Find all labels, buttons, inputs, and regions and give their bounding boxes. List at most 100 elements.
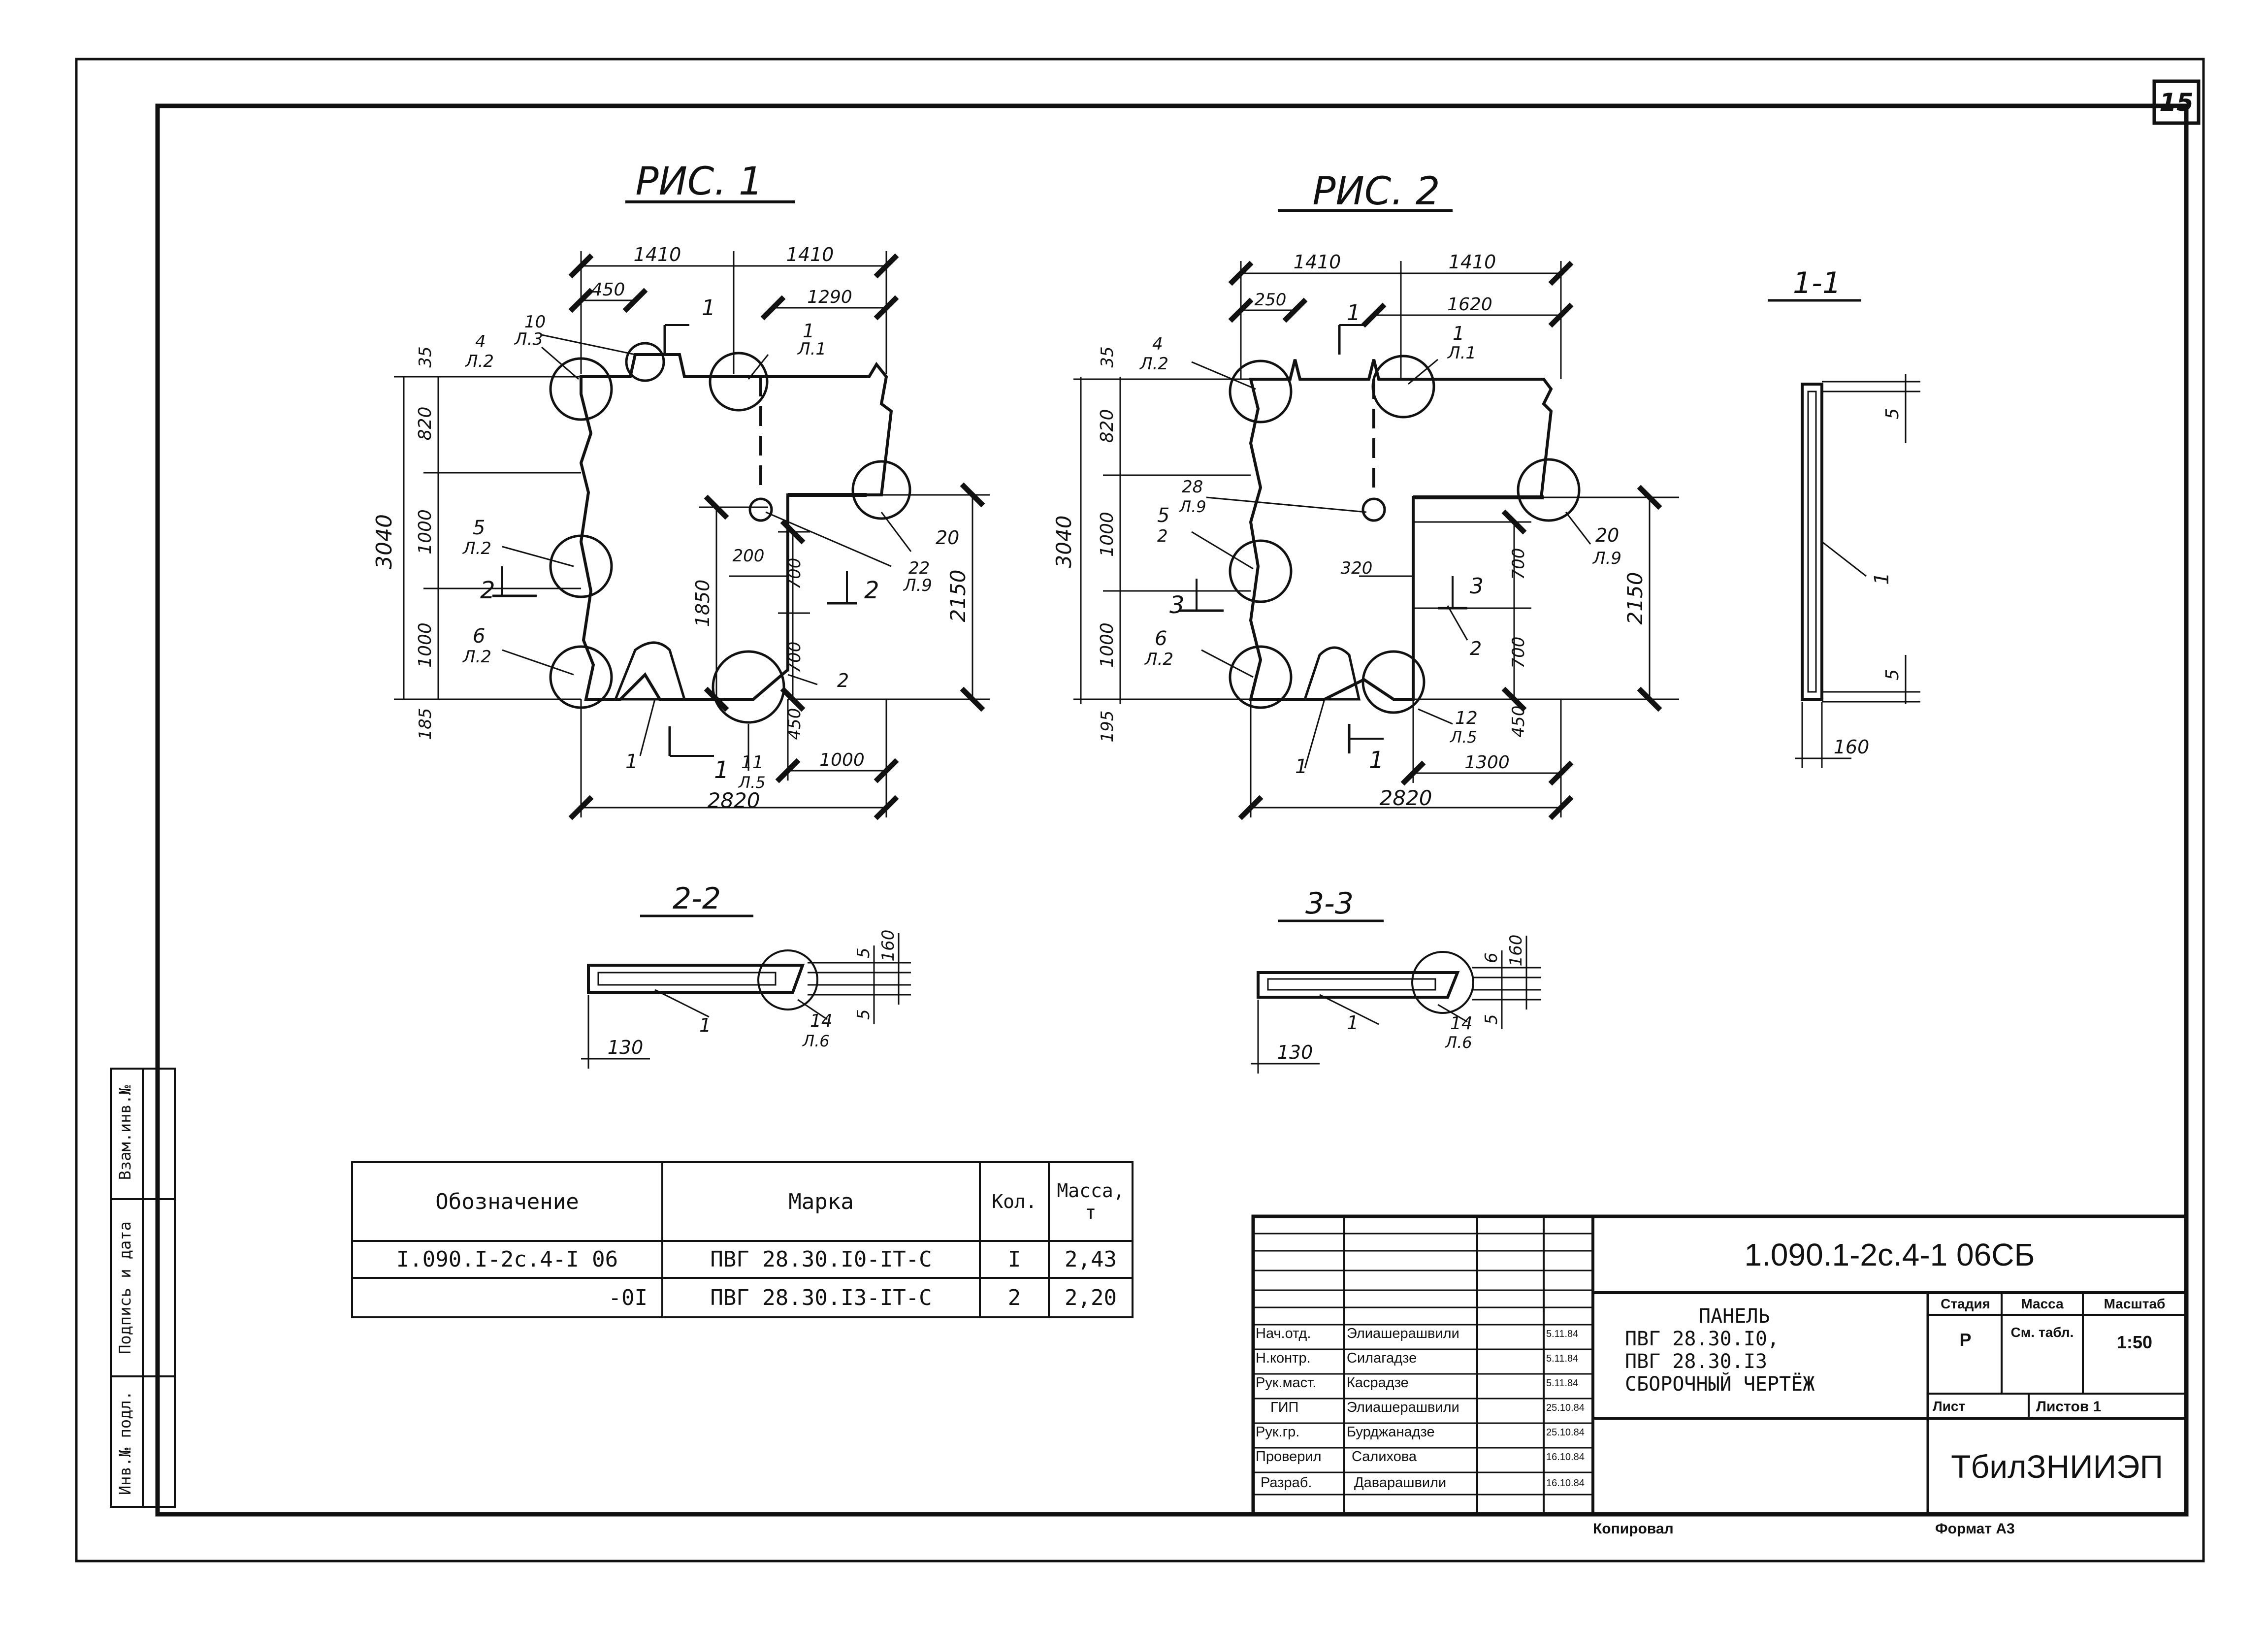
svg-text:1000: 1000 [415, 622, 435, 668]
svg-text:35: 35 [416, 346, 435, 367]
fig1-panel-outline [579, 353, 893, 701]
svg-text:1300: 1300 [1464, 752, 1510, 773]
svg-text:1: 1 [625, 750, 638, 773]
figure-1: РИС. 1 [372, 160, 990, 820]
section-3-3: 3-3 6 160 5 130 1 14 Л.6 [1251, 886, 1541, 1074]
svg-text:2150: 2150 [1623, 572, 1647, 625]
svg-text:820: 820 [1097, 409, 1117, 443]
mass-label: Масса [2021, 1296, 2064, 1311]
scale-label: Масштаб [2104, 1296, 2166, 1311]
svg-text:5: 5 [1882, 408, 1903, 420]
spec-row1-mark: ПВГ 28.30.I0-IТ-С [710, 1247, 932, 1272]
fig2-panel-outline [1249, 359, 1553, 701]
svg-text:3: 3 [1169, 591, 1185, 619]
svg-text:1: 1 [1347, 1012, 1359, 1034]
svg-text:1000: 1000 [1097, 622, 1117, 668]
product-title-line-1: ПАНЕЛЬ [1699, 1305, 1770, 1328]
sig-row-4: ГИП [1270, 1400, 1299, 1415]
svg-text:28: 28 [1182, 477, 1203, 497]
sig-row-4-date: 25.10.84 [1546, 1402, 1585, 1413]
sig-row-1: Нач.отд. [1256, 1326, 1311, 1341]
sig-row-2: Н.контр. [1256, 1350, 1311, 1366]
copied-label: Копировал [1593, 1521, 1674, 1537]
mass-value: См. табл. [2010, 1325, 2074, 1340]
svg-text:1410: 1410 [634, 244, 681, 265]
side-stamp-grid [110, 1068, 176, 1508]
sheet-number: 15 [2159, 88, 2194, 117]
fig1-dim-text: 1410 1410 450 1290 3040 35 820 1000 1000… [372, 244, 970, 813]
svg-text:1: 1 [1369, 747, 1384, 774]
svg-text:4: 4 [1152, 334, 1163, 354]
sheets-label: Листов 1 [2036, 1399, 2102, 1415]
product-title: ПАНЕЛЬ ПВГ 28.30.I0, ПВГ 28.30.I3 СБОРОЧ… [1625, 1305, 1920, 1396]
svg-text:450: 450 [785, 708, 805, 740]
fig2-dim-text: 1410 1410 250 1620 3040 35 820 1000 1000… [1052, 251, 1647, 810]
sig-row-6-date: 16.10.84 [1546, 1452, 1585, 1463]
svg-text:1: 1 [803, 320, 814, 342]
svg-text:200: 200 [733, 546, 765, 566]
fig2-title: РИС. 2 [1312, 169, 1440, 214]
svg-text:1: 1 [1295, 755, 1307, 778]
spec-row1-mass: 2,43 [1065, 1247, 1117, 1272]
svg-text:Л.3: Л.3 [514, 329, 543, 349]
side-stamp-inv: Инв.№ подл. [116, 1391, 134, 1495]
svg-text:1: 1 [1453, 323, 1464, 344]
spec-header-quantity: Кол. [992, 1191, 1037, 1212]
sig-row-2-name: Силагадзе [1347, 1350, 1417, 1366]
svg-text:2150: 2150 [946, 570, 970, 622]
svg-text:Л.1: Л.1 [1447, 343, 1476, 363]
title-block-grid [1251, 1214, 2188, 1516]
svg-text:1290: 1290 [807, 287, 852, 307]
document-code: 1.090.1-2c.4-1 06СБ [1744, 1237, 2035, 1272]
svg-text:Л.9: Л.9 [1179, 497, 1206, 516]
sig-row-7: Разраб. [1261, 1475, 1312, 1491]
svg-text:5: 5 [1482, 1014, 1501, 1025]
sig-row-5-date: 25.10.84 [1546, 1427, 1585, 1438]
svg-text:1: 1 [702, 295, 715, 321]
svg-text:1410: 1410 [1294, 251, 1341, 273]
svg-text:6: 6 [473, 625, 485, 648]
svg-text:160: 160 [1506, 935, 1526, 967]
sig-row-5-name: Бурджанадзе [1347, 1424, 1435, 1440]
svg-text:1: 1 [1347, 300, 1361, 326]
fig1-callouts: 1 10 Л.3 4 Л.2 1 Л.1 5 Л.2 6 Л.2 2 2 20 … [462, 295, 959, 792]
svg-text:Л.5: Л.5 [738, 773, 766, 792]
svg-text:2: 2 [837, 670, 849, 691]
svg-text:1850: 1850 [692, 580, 713, 627]
sig-row-6: Проверил [1256, 1449, 1322, 1465]
fig2-detail-circles [1229, 355, 1581, 714]
svg-text:1000: 1000 [415, 509, 435, 554]
svg-text:Л.2: Л.2 [464, 352, 494, 371]
spec-header-designation: Обозначение [435, 1189, 579, 1214]
figure-2: РИС. 2 [1052, 169, 1679, 820]
svg-text:1620: 1620 [1447, 294, 1492, 315]
svg-text:11: 11 [741, 752, 764, 773]
svg-text:160: 160 [1834, 736, 1870, 758]
svg-text:1: 1 [699, 1014, 711, 1036]
svg-text:700: 700 [1509, 548, 1528, 580]
svg-text:12: 12 [1455, 708, 1478, 728]
svg-text:14: 14 [810, 1011, 833, 1031]
sheet-frames [75, 58, 2205, 1563]
svg-text:320: 320 [1341, 558, 1373, 578]
fig1-title: РИС. 1 [635, 160, 763, 204]
side-stamp-sign: Подпись и дата [116, 1221, 134, 1354]
spec-row2-mass: 2,20 [1065, 1285, 1117, 1310]
svg-text:3-3: 3-3 [1305, 886, 1354, 921]
svg-text:700: 700 [785, 558, 805, 590]
scale-value: 1:50 [2116, 1332, 2153, 1352]
svg-text:3: 3 [1470, 574, 1484, 599]
svg-text:1410: 1410 [786, 244, 834, 265]
svg-text:Л.2: Л.2 [1144, 650, 1173, 669]
svg-text:10: 10 [524, 312, 546, 332]
sig-row-3: Рук.маст. [1256, 1375, 1317, 1391]
svg-text:6: 6 [1482, 952, 1501, 963]
sig-row-1-date: 5.11.84 [1546, 1329, 1579, 1339]
product-title-line-4: СБОРОЧНЫЙ ЧЕРТЁЖ [1625, 1373, 1815, 1396]
section-1-1: 1-1 5 5 160 1 [1768, 266, 1920, 768]
svg-text:820: 820 [415, 407, 435, 441]
spec-row1-quantity: I [1007, 1247, 1021, 1272]
svg-text:Л.6: Л.6 [1445, 1033, 1472, 1052]
svg-text:5: 5 [473, 517, 485, 539]
product-title-line-2: ПВГ 28.30.I0, [1625, 1328, 1780, 1350]
